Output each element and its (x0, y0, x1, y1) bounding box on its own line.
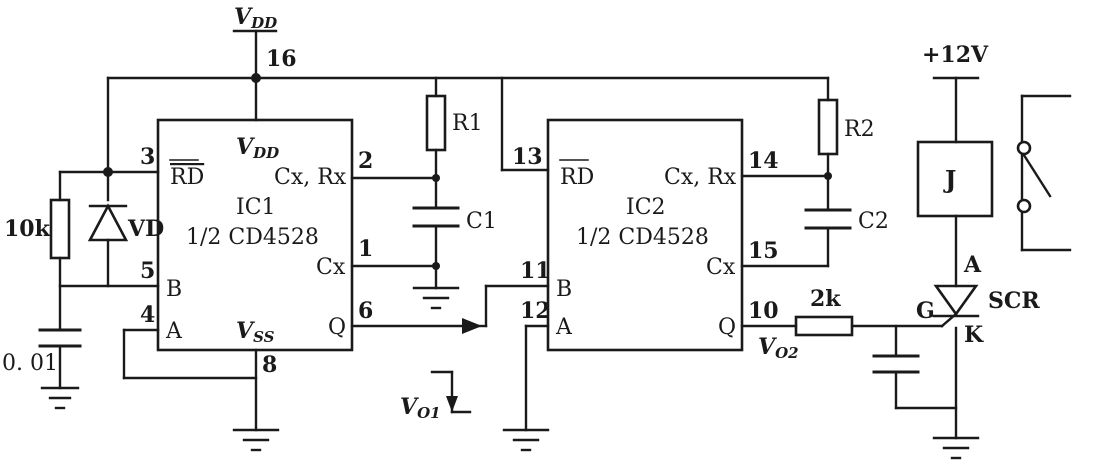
ic2-cxrx-label: Cx, Rx (664, 165, 737, 190)
label-vo2: VO2 (758, 334, 799, 362)
pin-13: 13 (512, 144, 543, 170)
label-2k: 2k (810, 286, 841, 312)
ic1-b-label: B (166, 277, 182, 302)
junction-dot (824, 172, 832, 180)
ic1-name: IC1 (236, 195, 276, 220)
pin-4: 4 (140, 302, 155, 328)
capacitor-001 (38, 328, 82, 348)
pin-8: 8 (262, 352, 277, 378)
ground-icon (932, 436, 980, 460)
diode-vd (87, 203, 129, 242)
label-vd: VD (127, 216, 164, 242)
label-10k: 10k (4, 216, 51, 242)
label-scr-g: G (916, 298, 935, 324)
resistor-r2 (817, 98, 839, 156)
pin-15: 15 (748, 238, 779, 264)
capacitor-c2 (804, 208, 852, 230)
label-r2: R2 (844, 117, 875, 142)
pulse-vo1-icon (430, 370, 472, 414)
ground-icon (232, 428, 280, 452)
pin-14: 14 (748, 148, 779, 174)
label-c001: 0. 01 (2, 351, 58, 376)
label-r1: R1 (452, 111, 483, 136)
ic2-a-label: A (555, 315, 573, 340)
ic1-rd-label: RD (170, 165, 204, 190)
ground-icon (40, 386, 80, 410)
wires (58, 29, 1072, 440)
capacitor-gate (872, 354, 920, 374)
junction-dot (103, 167, 113, 177)
label-vo1: VO1 (400, 394, 441, 422)
ic1-q-label: Q (328, 315, 346, 340)
pin-6: 6 (358, 298, 373, 324)
plus12v-label: +12V (922, 42, 989, 68)
ic1-cxrx-label: Cx, Rx (274, 165, 347, 190)
ic2-q-label: Q (718, 315, 736, 340)
label-scr-k: K (964, 322, 984, 348)
ground-icon (412, 286, 460, 310)
ic1-box (156, 118, 354, 352)
junction-dot (432, 262, 440, 270)
junctions (103, 73, 832, 270)
arrow-icon (462, 318, 482, 334)
ic1-cx-label: Cx (316, 255, 346, 280)
ic1-vss-label: VSS (236, 318, 275, 346)
relay-contact (1016, 140, 1032, 156)
pin-5: 5 (140, 258, 155, 284)
ic2-name: IC2 (626, 195, 666, 220)
label-relay: J (943, 165, 956, 194)
relay-coil (916, 140, 994, 218)
resistor-2k (794, 315, 854, 337)
pin-3: 3 (140, 144, 155, 170)
ic1-vdd-label: VDD (236, 134, 279, 162)
capacitor-c1 (412, 206, 460, 228)
scr-thyristor (932, 284, 980, 328)
junction-dot (432, 174, 440, 182)
pin-2: 2 (358, 148, 373, 174)
pin-1: 1 (358, 236, 373, 262)
pin-12: 12 (520, 298, 551, 324)
ic1-part: 1/2 CD4528 (186, 225, 319, 250)
pin-16: 16 (266, 46, 297, 72)
label-scr: SCR (988, 288, 1040, 314)
pin-10: 10 (748, 298, 779, 324)
junction-dot (251, 73, 261, 83)
resistor-r1 (425, 94, 447, 152)
ic2-b-label: B (556, 277, 572, 302)
ic2-part: 1/2 CD4528 (576, 225, 709, 250)
vdd-label: VDD (234, 4, 277, 32)
label-scr-a: A (963, 252, 982, 278)
resistor-10k (49, 198, 71, 260)
label-c1: C1 (466, 209, 497, 234)
ic2-rd-label: RD (560, 165, 594, 190)
relay-contact (1016, 198, 1032, 214)
ground-icon (502, 428, 550, 452)
pin-11: 11 (520, 258, 551, 284)
label-c2: C2 (858, 209, 889, 234)
ic2-box (546, 118, 744, 352)
ic2-cx-label: Cx (706, 255, 736, 280)
ic1-a-label: A (165, 319, 183, 344)
